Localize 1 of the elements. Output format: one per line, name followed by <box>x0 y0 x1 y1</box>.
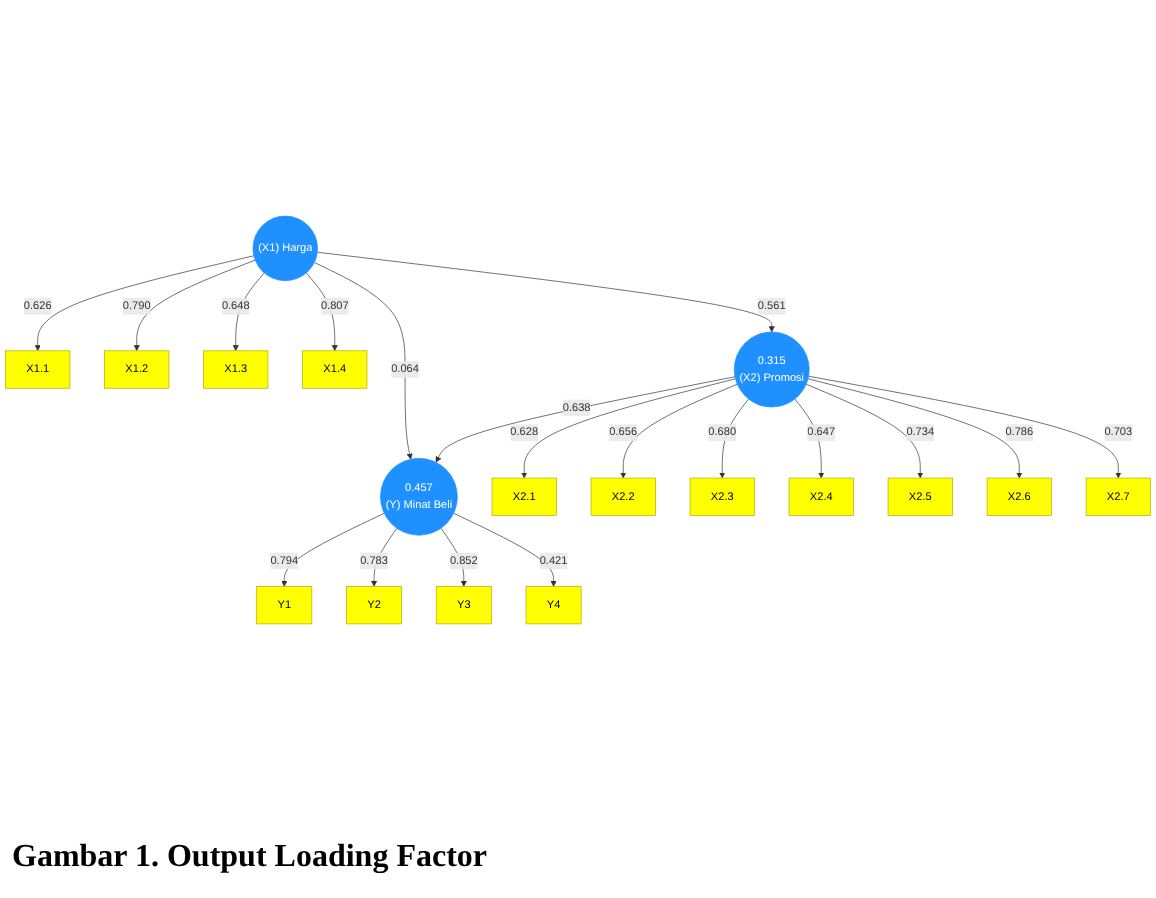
figure-caption: Gambar 1. Output Loading Factor <box>10 840 489 876</box>
